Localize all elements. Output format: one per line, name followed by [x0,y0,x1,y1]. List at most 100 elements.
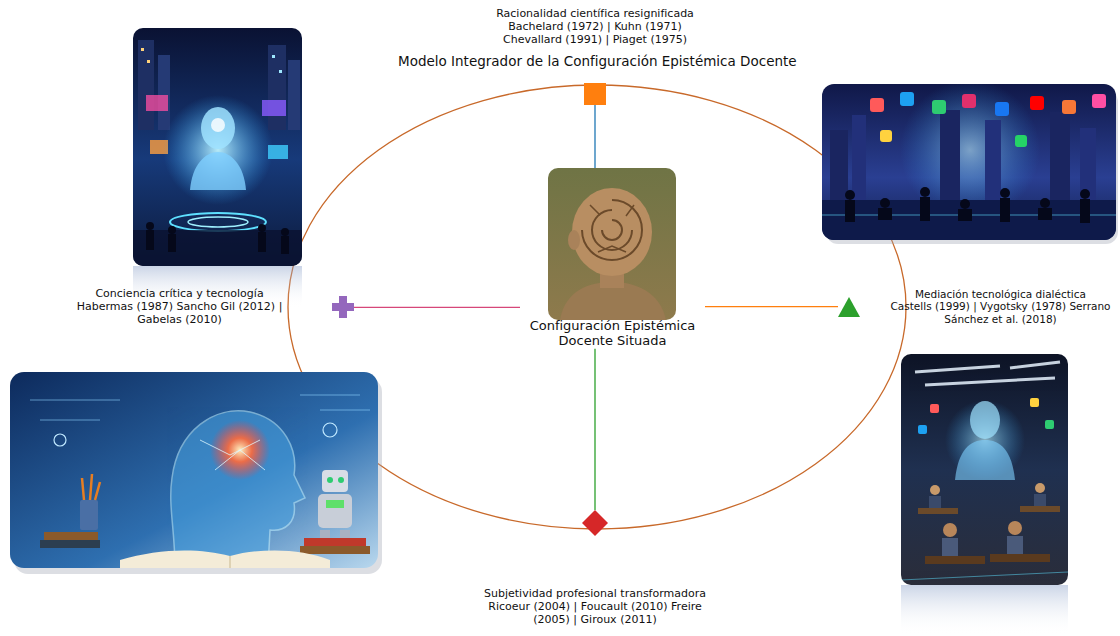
social-media-illustration-part-part [920,197,930,221]
social-media-illustration-part-part [1000,188,1010,198]
maze-head-illustration [548,168,676,320]
dimension-heading: Conciencia crítica y tecnología [95,288,263,301]
social-media-illustration-part-part [1040,198,1050,208]
social-media-illustration-part-part [958,209,972,221]
social-media-illustration-part-part [1038,208,1052,220]
dimension-heading: Racionalidad científica resignificada [496,8,694,21]
dimension-node: Mediación tecnológica dialécticaCastells… [838,288,1113,325]
maze-head-illustration-part-part [572,188,652,276]
text-column: Mediación tecnológica dialécticaCastells… [888,288,1113,325]
dimension-heading: Subjetividad profesional transformadora [484,588,706,601]
maze-head-illustration-part-part [548,168,676,320]
social-media-illustration-part-part [920,187,930,197]
social-media-illustration-part-part [1000,198,1010,222]
text-column: Conciencia crítica y tecnologíaHabermas … [67,288,292,327]
social-media-illustration-part-part [1092,94,1106,108]
classroom-illustration-part-part [930,485,940,495]
dimension-marker [582,510,608,536]
maze-head-illustration-part-part [582,200,642,260]
social-media-illustration-part-part [960,199,970,209]
technology-illustration-part-part [146,222,154,230]
classroom-illustration-part [901,354,1068,585]
technology-illustration-part-part [188,217,248,227]
dimension-heading: Mediación tecnológica dialéctica [915,288,1086,300]
text-column: Subjetividad profesional transformadoraR… [479,588,711,627]
classroom-illustration-part-part [970,401,1000,439]
classroom-illustration-part [901,585,1068,635]
ai-education-illustration-part-part [80,500,98,530]
diamond-marker [582,510,608,536]
ai-education-illustration-part-part [54,434,66,446]
social-media-illustration-part-part [845,200,855,222]
social-media-illustration-part [822,84,1116,240]
technology-illustration [133,28,302,308]
technology-illustration-part-part [168,226,176,234]
social-media-illustration-part-part [932,100,946,114]
technology-illustration-part-part [201,107,235,149]
social-media-illustration-part-part [1030,96,1044,110]
classroom-illustration-part-part [943,523,957,537]
social-media-illustration-part-part [1062,100,1076,114]
classroom-illustration-part-part [901,354,1068,585]
classroom-illustration-part-part [925,556,985,564]
classroom-illustration-part-part [1045,420,1054,429]
social-media-illustration-part-part [830,130,848,200]
connector-line [594,105,595,168]
social-media-illustration-part-part [900,84,1040,220]
dimension-node: Racionalidad científica resignificadaBac… [479,8,711,105]
classroom-illustration-part-part [1035,483,1045,493]
technology-illustration-part-part [133,28,302,266]
ai-education-illustration-part-part [327,477,333,483]
ai-education-illustration-part-part [82,474,100,500]
ai-education-illustration-part-part [318,494,352,528]
social-media-illustration-part-part [878,208,892,220]
technology-illustration-part-part [147,60,150,63]
ai-education-illustration-part-part [300,546,370,554]
ai-education-illustration-part-part [338,477,344,483]
image-frame [549,168,677,318]
ai-education-illustration-part-part [200,440,265,470]
social-media-illustration-part-part [1015,135,1027,147]
social-media-illustration-part-part [852,115,866,200]
text-column: Configuración Epistémica Docente Situada [520,318,705,349]
author-references: Castells (1999) | Vygotsky (1978) Serran… [888,300,1113,325]
ai-education-illustration-part-part [120,550,330,568]
dimension-marker [332,296,354,318]
ai-education-illustration-part-part [304,538,366,546]
technology-illustration-part [133,28,302,266]
plus-marker [332,296,354,318]
technology-illustration-part-part [258,232,266,252]
technology-illustration-part-part [258,224,266,232]
classroom-illustration-part-part [918,508,958,514]
technology-illustration-part-part [272,55,275,58]
connector-line [594,349,595,510]
technology-illustration-part-part [141,48,144,51]
technology-illustration-part-part [146,95,168,111]
social-media-illustration-part-part [1080,189,1090,199]
social-media-illustration-part-part [1080,128,1096,200]
connector-line [354,307,520,308]
technology-illustration-part-part [279,70,282,73]
social-media-illustration-part-part [995,102,1009,116]
central-concept: Configuración Epistémica Docente Situada [520,168,705,349]
ai-education-illustration-part [10,372,378,568]
classroom-illustration-part-part [1030,398,1039,407]
author-references: Bachelard (1972) | Kuhn (1971) Chevallar… [479,21,711,47]
classroom-illustration-part-part [930,404,939,413]
technology-illustration-part-part [268,45,286,130]
author-references: Ricoeur (2004) | Foucault (2010) Freire … [479,601,711,627]
social-media-illustration-part-part [1050,112,1070,200]
technology-illustration-part-part [281,228,289,236]
social-media-illustration-part-part [985,120,1001,200]
technology-illustration-part-part [288,60,300,130]
classroom-illustration-part-part [990,554,1050,562]
classroom-illustration-part-part [915,362,1060,385]
social-media-illustration-part-part [845,190,855,200]
technology-illustration-part-part [262,100,286,116]
dimension-marker [584,83,606,105]
dimension-marker [838,296,860,318]
technology-illustration-part-part [281,236,289,254]
maze-head-illustration-part-part [590,205,634,252]
ai-education-illustration [10,372,382,574]
